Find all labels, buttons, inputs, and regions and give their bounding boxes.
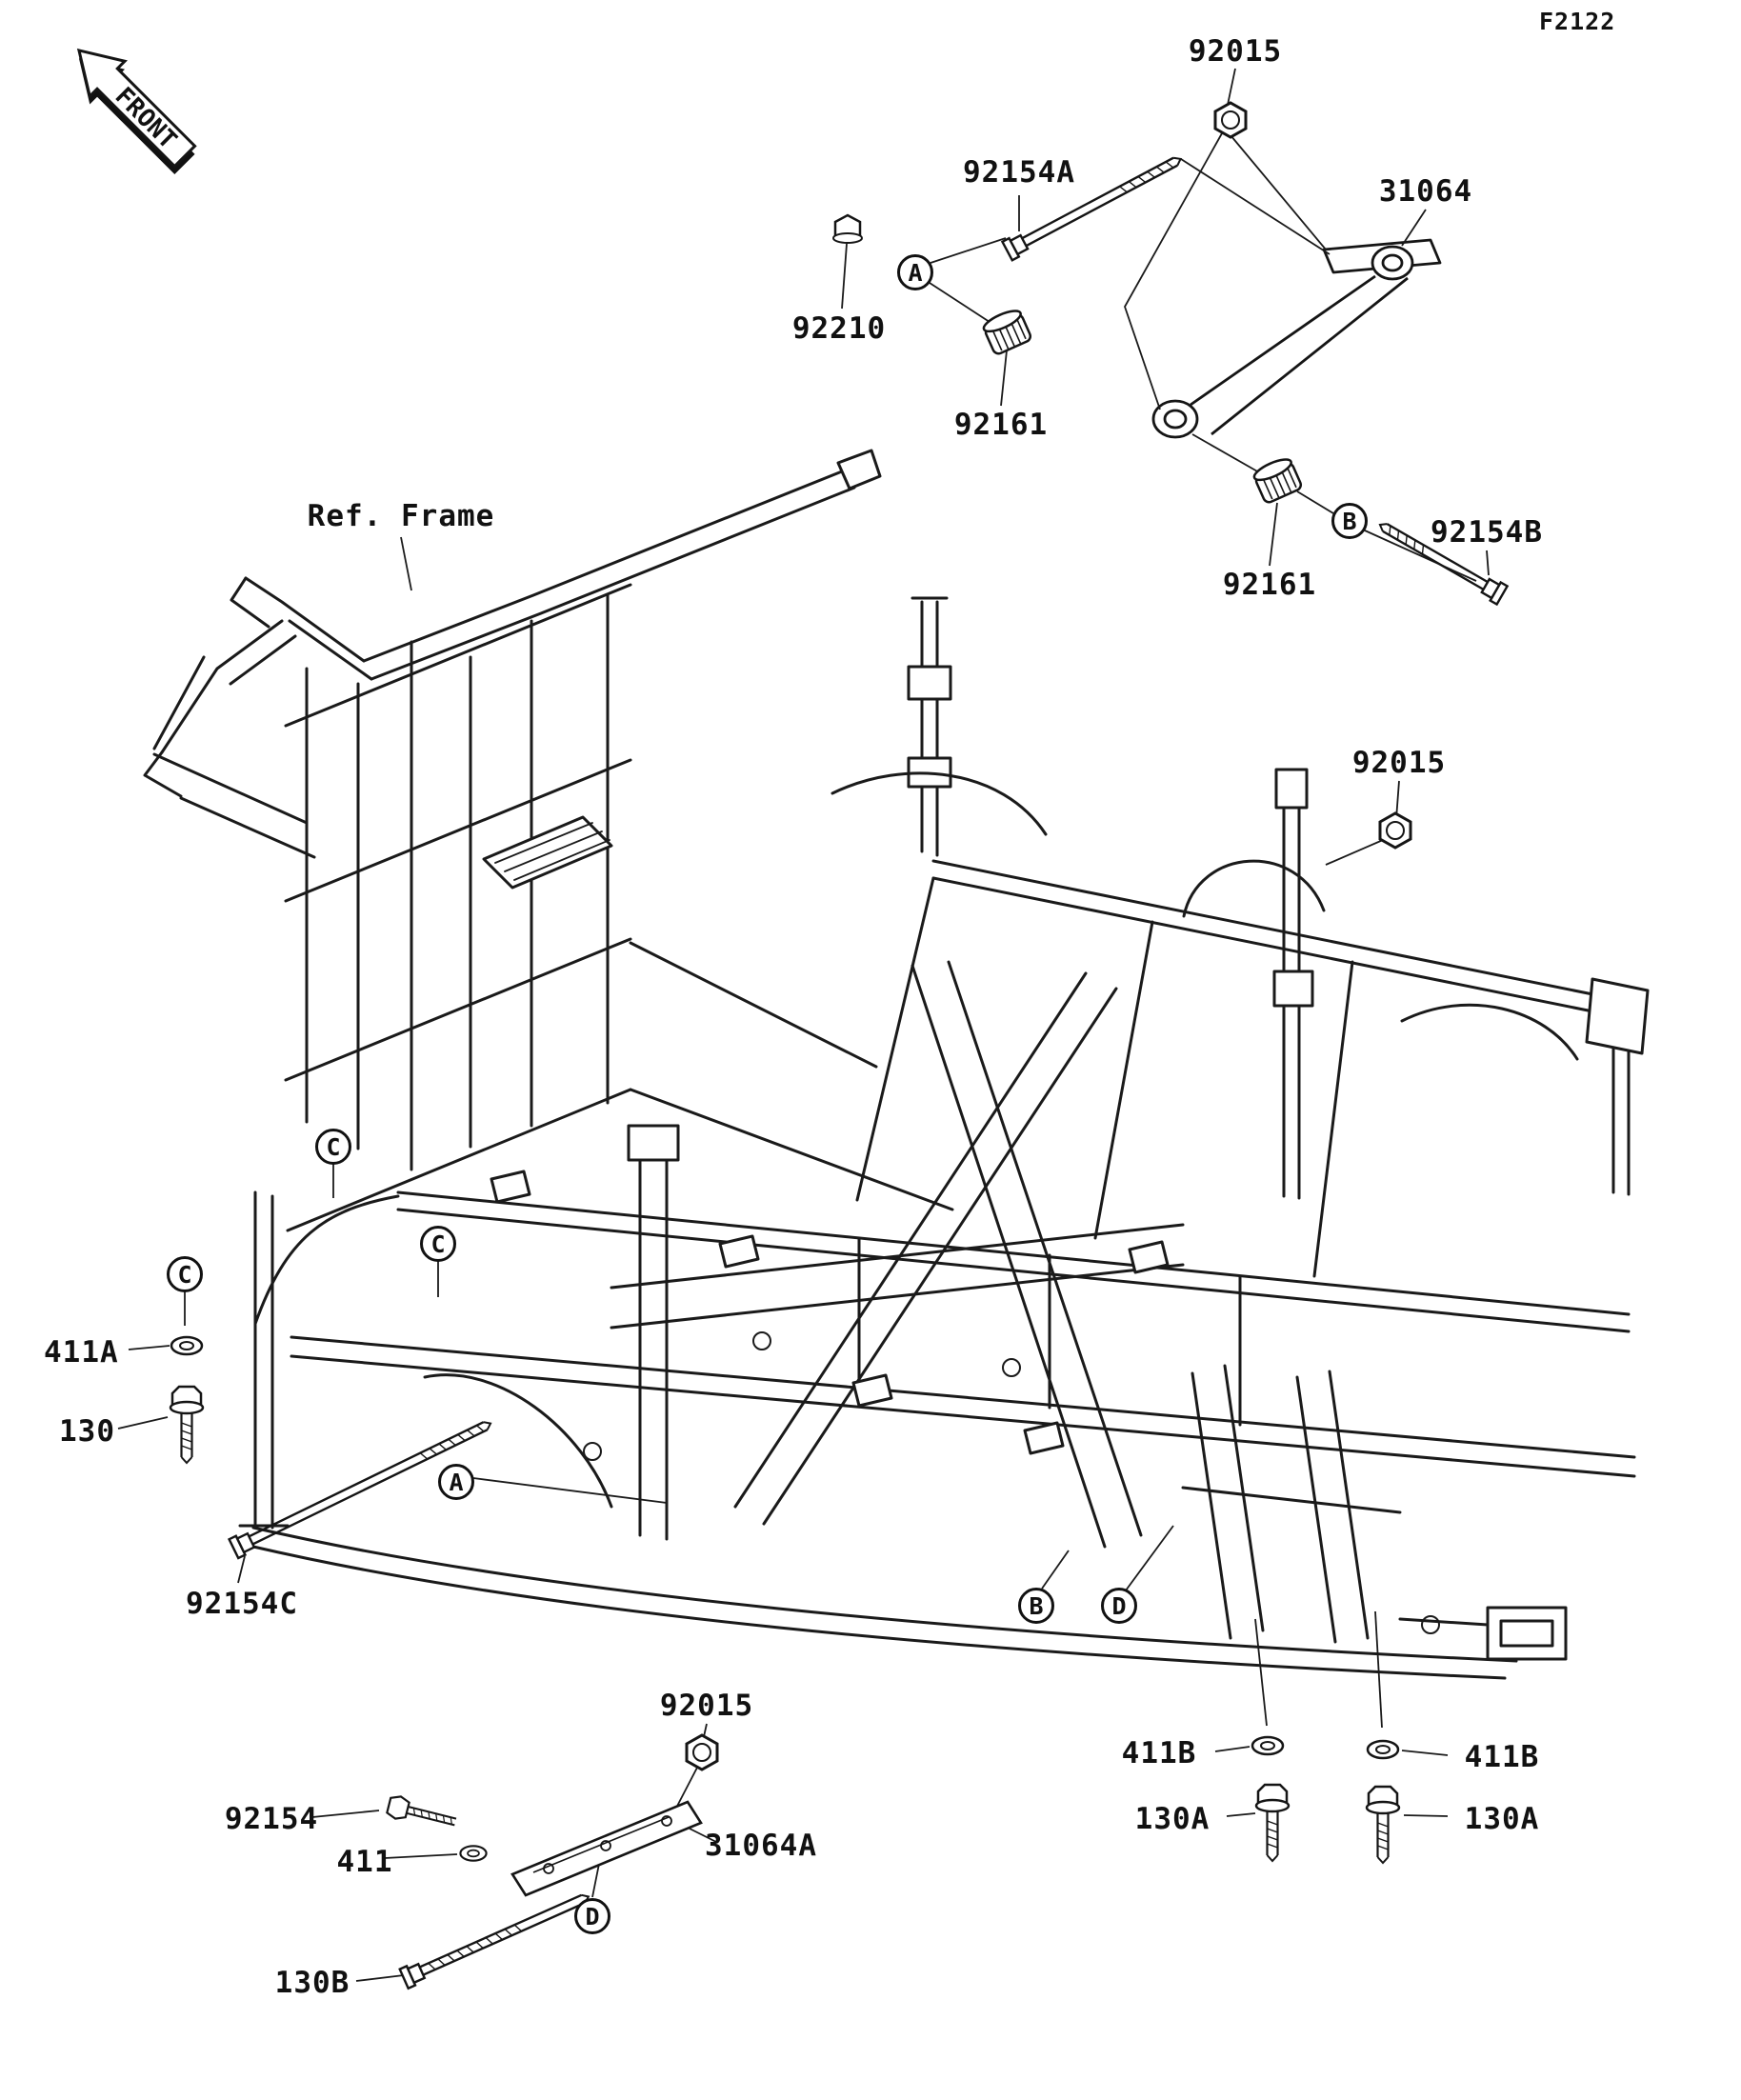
screw-92154 — [386, 1795, 457, 1827]
part-label-92161-lower: 92161 — [1222, 568, 1317, 602]
bolt-92154A — [1001, 156, 1182, 262]
figure-code: F2122 — [1539, 8, 1616, 35]
part-label-92154: 92154 — [224, 1802, 319, 1836]
part-label-92154C: 92154C — [186, 1587, 298, 1621]
fastener-parts — [169, 101, 1509, 1990]
bolt-92154B — [1378, 523, 1509, 606]
part-label-31064A: 31064A — [705, 1829, 817, 1863]
callout-C-left: C — [167, 1256, 203, 1292]
callout-D-bottom: D — [574, 1898, 610, 1934]
bushing-92161-upper — [980, 306, 1033, 357]
frame-structure — [143, 449, 1650, 1680]
part-label-92210: 92210 — [791, 311, 887, 346]
part-label-92015-top: 92015 — [1188, 34, 1283, 69]
bolt-130A-left — [1254, 1783, 1291, 1863]
part-label-130: 130 — [59, 1414, 115, 1449]
part-label-130A-right: 130A — [1464, 1802, 1540, 1836]
part-label-130A-left: 130A — [1134, 1802, 1211, 1836]
nut-92210 — [832, 213, 863, 244]
nut-92015-bottom — [685, 1733, 719, 1771]
callout-A-lower: A — [438, 1464, 474, 1500]
bolt-130B — [398, 1893, 590, 1990]
washer-411A — [170, 1335, 204, 1356]
part-label-411A: 411A — [44, 1335, 119, 1370]
washer-411 — [459, 1845, 488, 1862]
nut-92015-right — [1378, 811, 1412, 850]
engine-mount-link — [1151, 238, 1442, 439]
part-label-411B-right: 411B — [1464, 1740, 1540, 1774]
part-label-411: 411 — [336, 1845, 393, 1879]
part-label-31064: 31064 — [1378, 174, 1473, 209]
part-label-411B-left: 411B — [1121, 1736, 1197, 1770]
front-arrow: FRONT — [76, 48, 197, 175]
washer-411B-right — [1366, 1739, 1400, 1760]
part-label-92015-right: 92015 — [1351, 746, 1447, 780]
bolt-130 — [169, 1385, 205, 1465]
callout-B-upper: B — [1331, 503, 1368, 539]
part-label-92161-upper: 92161 — [953, 408, 1049, 442]
callout-B-lower: B — [1018, 1588, 1054, 1624]
ref-frame-label: Ref. Frame — [307, 499, 495, 533]
bushing-92161-lower — [1251, 454, 1304, 506]
callout-D-right: D — [1101, 1588, 1137, 1624]
bolt-92154C — [228, 1421, 492, 1560]
callout-C-frame-2: C — [420, 1226, 456, 1262]
washer-411B-left — [1251, 1735, 1285, 1756]
callout-A-upper: A — [897, 254, 933, 290]
part-label-92154A: 92154A — [963, 155, 1075, 190]
part-label-92154B: 92154B — [1431, 515, 1543, 550]
leader-lines — [117, 68, 1490, 1982]
callout-C-frame-1: C — [315, 1129, 351, 1165]
part-label-92015-bottom: 92015 — [659, 1689, 754, 1723]
nut-92015-top — [1213, 101, 1248, 139]
bolt-130A-right — [1365, 1785, 1401, 1865]
part-label-130B: 130B — [274, 1966, 350, 2000]
mount-plate-31064A — [510, 1800, 703, 1897]
